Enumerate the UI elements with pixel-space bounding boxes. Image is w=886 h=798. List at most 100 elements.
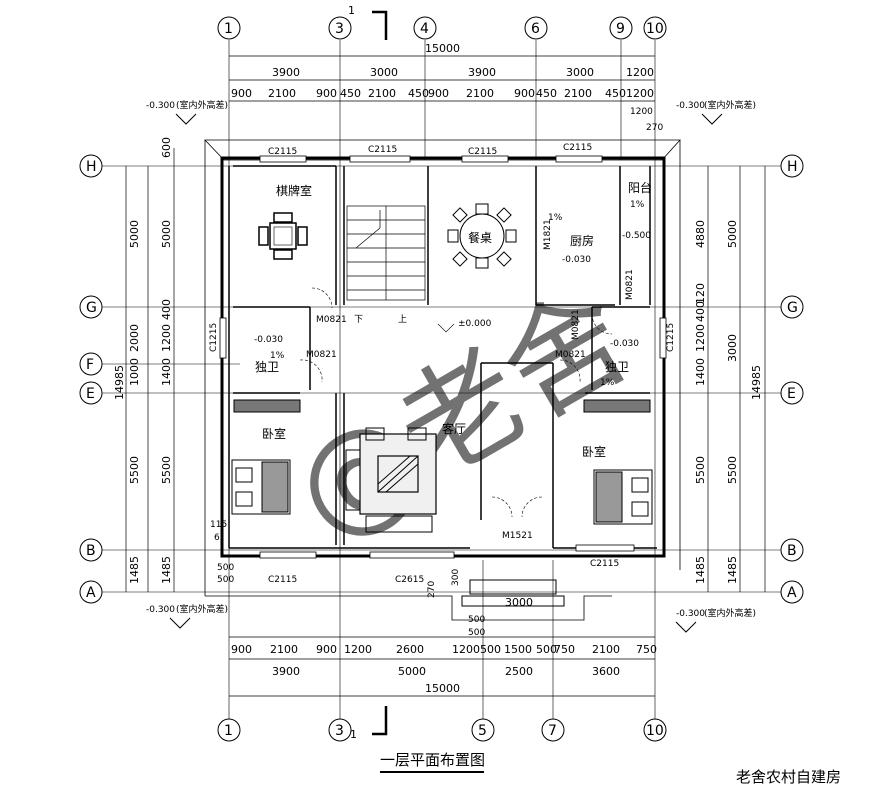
staircase bbox=[346, 205, 426, 301]
level-annotations: ±0.000 -0.030 -0.030 -0.030 -0.500 1% 1%… bbox=[254, 200, 651, 388]
section-mark-bottom: 1 bbox=[350, 706, 388, 741]
svg-text:独卫: 独卫 bbox=[605, 360, 629, 374]
axis-bubble-top-1: 1 bbox=[217, 16, 241, 40]
svg-text:5500: 5500 bbox=[128, 456, 141, 484]
svg-text:C2115: C2115 bbox=[468, 147, 497, 157]
svg-text:750: 750 bbox=[636, 643, 657, 656]
svg-text:B: B bbox=[86, 543, 96, 559]
svg-text:1500: 1500 bbox=[504, 643, 532, 656]
svg-text:1%: 1% bbox=[270, 351, 285, 361]
svg-text:15000: 15000 bbox=[425, 682, 460, 695]
svg-text:500: 500 bbox=[468, 615, 485, 625]
axis-lines bbox=[100, 40, 790, 720]
svg-text:14985: 14985 bbox=[113, 365, 126, 400]
svg-text:5000: 5000 bbox=[128, 220, 141, 248]
svg-text:5: 5 bbox=[478, 723, 487, 739]
bed-left bbox=[231, 399, 301, 515]
svg-text:1485: 1485 bbox=[128, 556, 141, 584]
svg-text:1: 1 bbox=[350, 728, 357, 741]
svg-text:1%: 1% bbox=[600, 378, 615, 388]
svg-text:1: 1 bbox=[224, 723, 233, 739]
svg-text:900: 900 bbox=[231, 87, 252, 100]
svg-text:3: 3 bbox=[335, 723, 344, 739]
bottom-dimensions: 900 2100 900 1200 2600 1200 500 1500 500… bbox=[231, 596, 657, 695]
svg-text:5000: 5000 bbox=[726, 220, 739, 248]
svg-text:450: 450 bbox=[536, 87, 557, 100]
section-mark-top: 1 bbox=[348, 4, 388, 40]
svg-text:5500: 5500 bbox=[694, 456, 707, 484]
svg-text:E: E bbox=[86, 386, 95, 402]
svg-text:900: 900 bbox=[316, 87, 337, 100]
svg-text:5000: 5000 bbox=[398, 665, 426, 678]
porch bbox=[461, 579, 565, 607]
svg-text:10: 10 bbox=[646, 21, 664, 37]
bottom-axis-markers: 1 3 5 7 10 bbox=[217, 718, 667, 742]
svg-text:270: 270 bbox=[427, 581, 437, 598]
svg-text:-0.030: -0.030 bbox=[254, 335, 283, 345]
svg-text:900: 900 bbox=[428, 87, 449, 100]
svg-text:5500: 5500 bbox=[726, 456, 739, 484]
svg-text:B: B bbox=[787, 543, 797, 559]
svg-text:450: 450 bbox=[605, 87, 626, 100]
interior-walls bbox=[228, 165, 657, 549]
svg-text:500: 500 bbox=[468, 628, 485, 638]
stair-up-label: 上 bbox=[398, 314, 407, 325]
svg-text:9: 9 bbox=[616, 21, 625, 37]
svg-text:-0.300: -0.300 bbox=[146, 101, 175, 111]
sofa-set bbox=[345, 427, 437, 533]
axis-bubble-top-4: 4 bbox=[413, 16, 437, 40]
svg-text:M0821: M0821 bbox=[571, 309, 581, 340]
svg-text:3000: 3000 bbox=[566, 66, 594, 79]
svg-text:-0.300: -0.300 bbox=[676, 101, 705, 111]
axis-bubble-bottom-3: 3 bbox=[328, 718, 352, 742]
svg-text:120: 120 bbox=[694, 283, 707, 304]
mahjong-table bbox=[258, 212, 308, 260]
svg-text:C2115: C2115 bbox=[563, 143, 592, 153]
svg-text:1%: 1% bbox=[548, 213, 563, 223]
svg-text:E: E bbox=[787, 386, 796, 402]
svg-text:900: 900 bbox=[231, 643, 252, 656]
svg-text:1200: 1200 bbox=[160, 324, 173, 352]
svg-text:3900: 3900 bbox=[468, 66, 496, 79]
svg-text:10: 10 bbox=[646, 723, 664, 739]
svg-text:2100: 2100 bbox=[268, 87, 296, 100]
svg-text:C2115: C2115 bbox=[268, 575, 297, 585]
svg-text:1: 1 bbox=[348, 4, 355, 17]
svg-text:5500: 5500 bbox=[160, 456, 173, 484]
svg-text:-0.030: -0.030 bbox=[562, 255, 591, 265]
svg-text:115: 115 bbox=[210, 520, 227, 530]
svg-text:C2115: C2115 bbox=[268, 147, 297, 157]
door-labels: M0821 M0821 M0821 M0821 M0821 M1821 M152… bbox=[299, 219, 635, 541]
svg-text:C1215: C1215 bbox=[666, 323, 676, 352]
top-axis-markers: 1 3 4 6 9 10 bbox=[217, 16, 667, 40]
svg-text:M1821: M1821 bbox=[543, 219, 553, 250]
svg-text:阳台: 阳台 bbox=[628, 180, 652, 195]
window-labels: C2115 C2115 C2115 C2115 C1215 C1215 C211… bbox=[209, 143, 676, 585]
svg-text:3900: 3900 bbox=[272, 665, 300, 678]
svg-text:客厅: 客厅 bbox=[442, 421, 466, 436]
svg-text:7: 7 bbox=[548, 723, 557, 739]
axis-bubble-top-6: 6 bbox=[524, 16, 548, 40]
axis-bubble-bottom-1: 1 bbox=[217, 718, 241, 742]
svg-text:1485: 1485 bbox=[694, 556, 707, 584]
title-text: 一层平面布置图 bbox=[380, 751, 485, 769]
drawing-title: 一层平面布置图 bbox=[380, 751, 485, 773]
svg-text:1200: 1200 bbox=[626, 87, 654, 100]
svg-text:H: H bbox=[787, 159, 798, 175]
svg-text:-0.030: -0.030 bbox=[610, 339, 639, 349]
svg-text:500: 500 bbox=[217, 563, 234, 573]
svg-text:M0821: M0821 bbox=[625, 269, 635, 300]
svg-text:3: 3 bbox=[335, 21, 344, 37]
svg-text:M0821: M0821 bbox=[306, 350, 337, 360]
svg-text:1%: 1% bbox=[630, 200, 645, 210]
svg-text:A: A bbox=[787, 585, 797, 601]
svg-text:-0.500: -0.500 bbox=[622, 231, 651, 241]
svg-text:1485: 1485 bbox=[726, 556, 739, 584]
svg-text:2100: 2100 bbox=[270, 643, 298, 656]
svg-text:600: 600 bbox=[160, 137, 173, 158]
right-axis-markers: H G E B A bbox=[780, 154, 804, 604]
svg-text:15000: 15000 bbox=[425, 42, 460, 55]
svg-text:14985: 14985 bbox=[750, 365, 763, 400]
bed-right bbox=[583, 399, 653, 525]
svg-text:2100: 2100 bbox=[592, 643, 620, 656]
